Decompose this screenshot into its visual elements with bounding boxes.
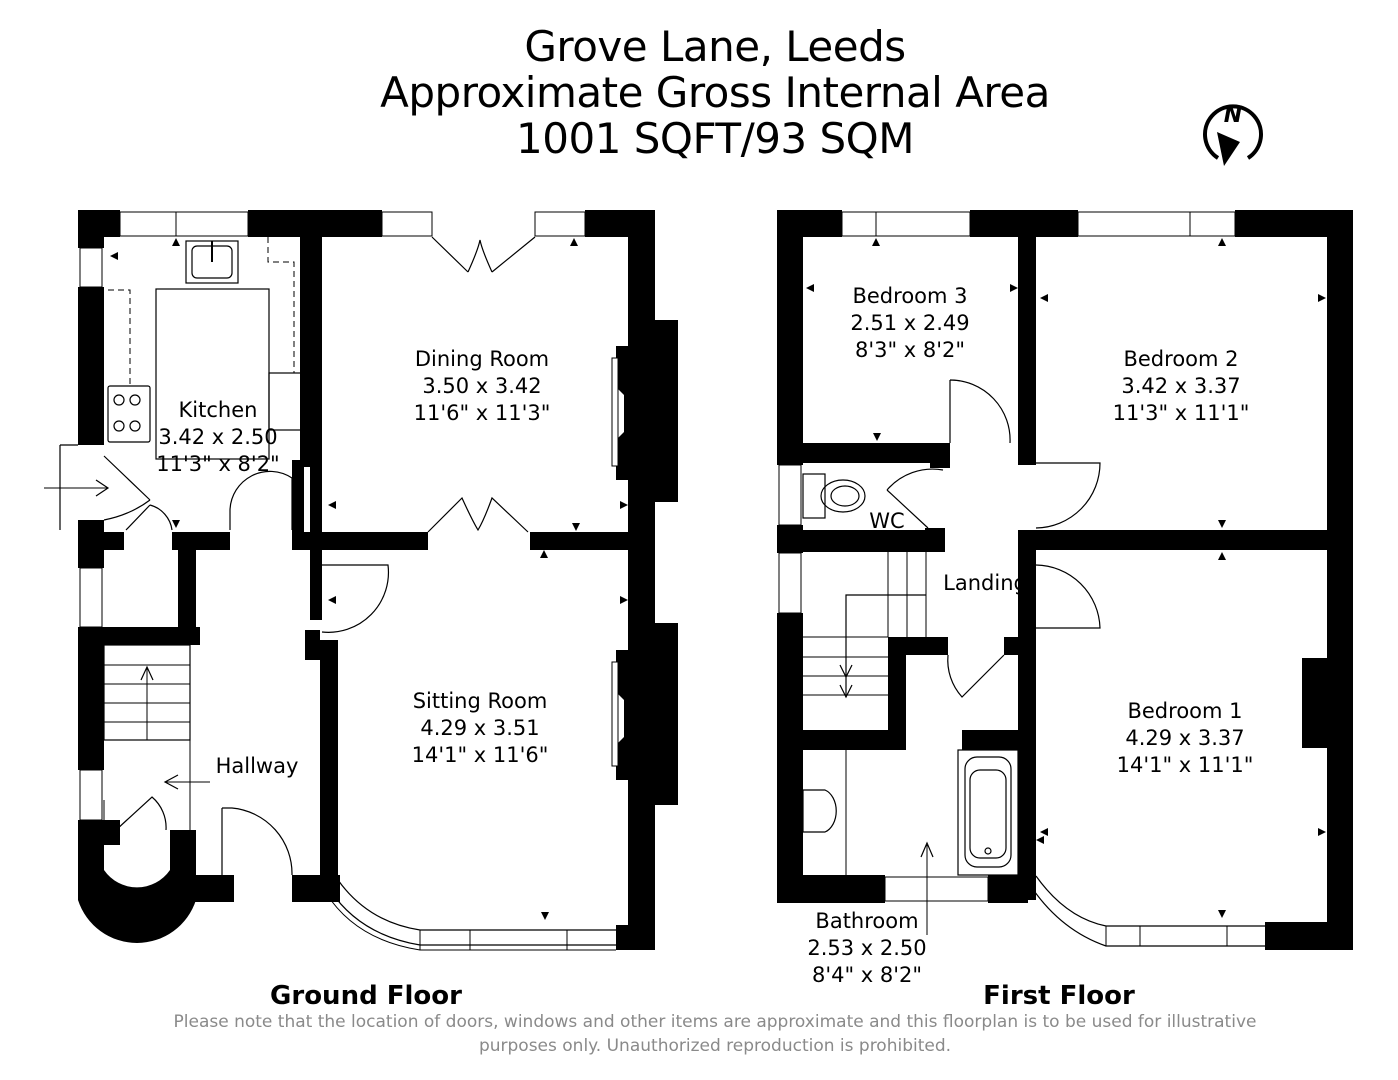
sitting-room-name: Sitting Room xyxy=(413,689,548,713)
dimension-markers xyxy=(110,238,1326,920)
disclaimer-line-1: Please note that the location of doors, … xyxy=(173,1012,1257,1032)
bedroom-3-metric: 2.51 x 2.49 xyxy=(850,311,969,335)
bedroom-1-imperial: 14'1" x 11'1" xyxy=(1117,753,1254,777)
bedroom-2-name: Bedroom 2 xyxy=(1123,347,1238,371)
dining-room-imperial: 11'6" x 11'3" xyxy=(414,401,551,425)
bathroom-imperial: 8'4" x 8'2" xyxy=(812,963,922,987)
dining-room-name: Dining Room xyxy=(415,347,549,371)
sitting-room-imperial: 14'1" x 11'6" xyxy=(412,743,549,767)
hallway-name: Hallway xyxy=(216,754,299,778)
ground-floor-label: Ground Floor xyxy=(270,981,462,1011)
wc-name: WC xyxy=(869,509,904,533)
area-subtitle: Approximate Gross Internal Area xyxy=(380,68,1050,117)
ground-floor-plan xyxy=(44,210,678,951)
area-value: 1001 SQFT/93 SQM xyxy=(516,114,914,163)
compass-n-label: N xyxy=(1224,103,1242,128)
sitting-room-metric: 4.29 x 3.51 xyxy=(420,716,539,740)
property-title: Grove Lane, Leeds xyxy=(524,22,906,71)
bedroom-1-metric: 4.29 x 3.37 xyxy=(1125,726,1244,750)
title-block: Grove Lane, Leeds Approximate Gross Inte… xyxy=(0,24,1398,162)
bathroom-metric: 2.53 x 2.50 xyxy=(807,936,926,960)
bedroom-1-name: Bedroom 1 xyxy=(1127,699,1242,723)
first-floor-plan xyxy=(777,210,1353,950)
bedroom-3-name: Bedroom 3 xyxy=(852,284,967,308)
kitchen-imperial: 11'3" x 8'2" xyxy=(156,452,279,476)
kitchen-name: Kitchen xyxy=(179,398,258,422)
north-compass-icon: N xyxy=(1203,103,1263,166)
first-floor-label: First Floor xyxy=(983,981,1135,1011)
dining-room-metric: 3.50 x 3.42 xyxy=(422,374,541,398)
disclaimer: Please note that the location of doors, … xyxy=(0,1010,1398,1058)
bathroom-name: Bathroom xyxy=(815,909,918,933)
kitchen-metric: 3.42 x 2.50 xyxy=(158,425,277,449)
bedroom-2-metric: 3.42 x 3.37 xyxy=(1121,374,1240,398)
disclaimer-line-2: purposes only. Unauthorized reproduction… xyxy=(478,1036,952,1056)
bedroom-2-imperial: 11'3" x 11'1" xyxy=(1113,401,1250,425)
landing-name: Landing xyxy=(943,571,1027,595)
bedroom-3-imperial: 8'3" x 8'2" xyxy=(855,338,965,362)
